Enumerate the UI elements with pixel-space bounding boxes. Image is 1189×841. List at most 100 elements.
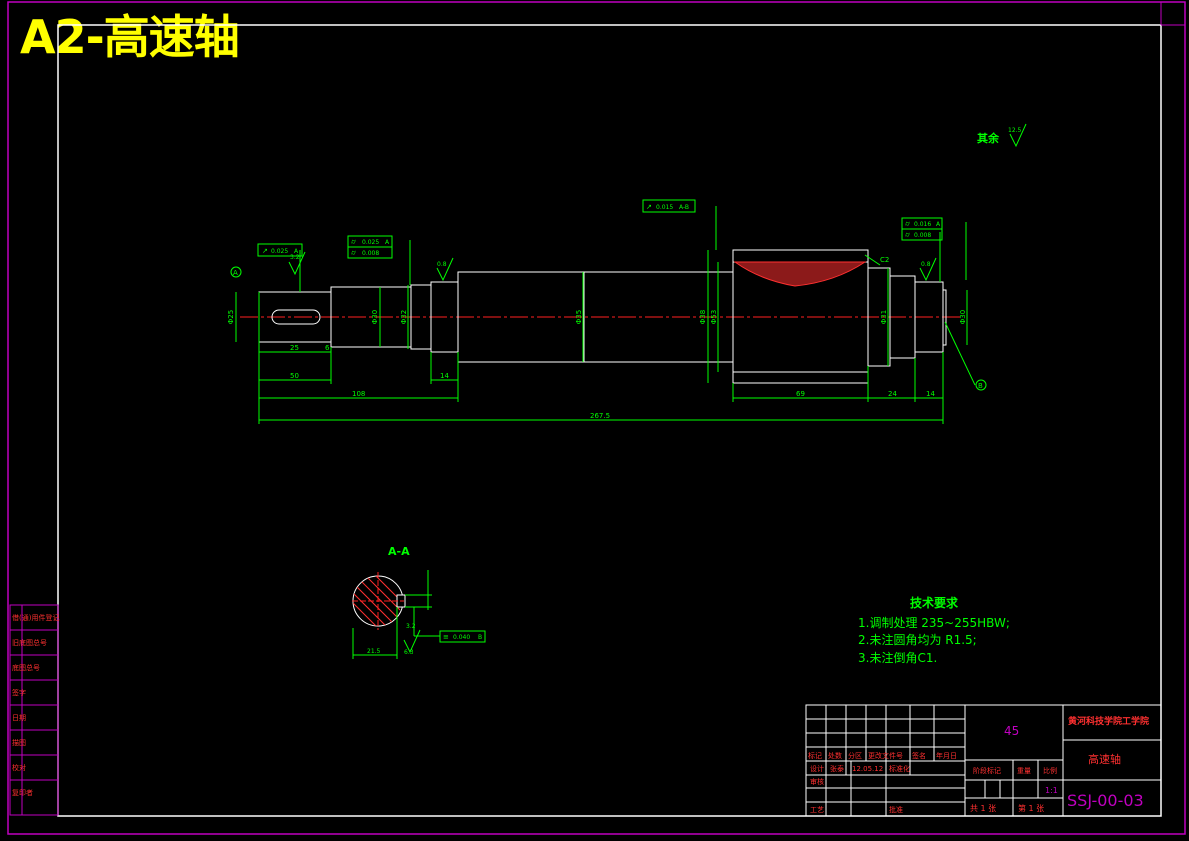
tolerance-frame-3: ↗ 0.015 A-B	[642, 199, 696, 213]
ra2: 0.8	[437, 261, 447, 268]
tb-stage-mark: 阶段标记	[973, 766, 1001, 775]
drawing-title: A2-高速轴	[20, 10, 240, 64]
tb-row-label: 更改文件号	[868, 751, 903, 760]
tb-part-name: 高速轴	[1088, 752, 1121, 766]
gear-hatch	[733, 261, 867, 287]
tb-material: 45	[1004, 724, 1019, 738]
dim-6: 6	[325, 344, 330, 352]
tb-weight: 重量	[1017, 767, 1031, 775]
side-stamp-label: 日期	[12, 714, 26, 722]
tech-item-1: 1.调制处理 235~255HBW;	[858, 616, 1010, 630]
tol4a-val: 0.016	[914, 221, 931, 228]
tol2a-ref: A	[385, 239, 390, 246]
section-dimension-lines	[352, 570, 440, 659]
tb-school: 黄河科技学院工学院	[1068, 715, 1149, 727]
dim-69: 69	[796, 390, 805, 398]
tb-row-label: 标记	[808, 751, 822, 760]
tol5-sym: ≡	[443, 633, 449, 641]
roughness-note-value: 12.5	[1008, 127, 1022, 134]
tech-item-3: 3.未注倒角C1.	[858, 650, 937, 665]
tol4a-sym: ⌭	[905, 220, 910, 228]
dimension-lines	[235, 206, 976, 424]
side-stamp-label: 复印者	[12, 788, 33, 797]
side-stamp-label: 旧底图总号	[12, 638, 47, 647]
dim-108: 108	[352, 390, 365, 398]
diameter-label: Φ35	[575, 310, 583, 324]
tolerance-frame-5: ≡ 0.040 B	[439, 630, 486, 643]
tech-item-2: 2.未注圆角均为 R1.5;	[858, 632, 977, 647]
outer-border	[7, 1, 1186, 835]
datum-a: A	[230, 266, 242, 278]
side-stamp	[9, 604, 59, 816]
tech-heading: 技术要求	[910, 595, 959, 610]
side-stamp-label: 底图总号	[12, 663, 40, 672]
side-stamp-label: 校对	[12, 763, 26, 772]
dim-14b: 14	[926, 390, 935, 398]
dim-50: 50	[290, 372, 299, 380]
tb-design: 设计	[810, 764, 824, 773]
tb-row-label: 签名	[912, 751, 926, 760]
ra5: 6.3	[404, 649, 414, 656]
sec-dim: 21.5	[367, 648, 381, 655]
tol2a-val: 0.025	[362, 239, 379, 246]
inner-border	[57, 24, 1162, 817]
dim-chamfer: C2	[880, 256, 889, 264]
tol1-sym: ↗	[262, 247, 268, 255]
diameter-label: Φ38	[699, 310, 707, 324]
title-block-grid	[805, 704, 1162, 817]
section-view	[352, 572, 406, 630]
tb-standard: 标准化	[889, 764, 910, 773]
diameter-label: Φ53	[710, 310, 718, 324]
dim-24: 24	[888, 390, 897, 398]
tol3-val: 0.015	[656, 204, 673, 211]
tb-approve: 批准	[889, 805, 903, 814]
tol4b-sym: ⌭	[905, 231, 910, 239]
tol3-ref: A-B	[679, 204, 689, 211]
tb-row-label: 年月日	[936, 751, 957, 760]
ra3: 0.8	[921, 261, 931, 268]
tb-row-label: 处数	[828, 751, 842, 760]
tb-process: 工艺	[810, 806, 824, 814]
diameter-label: Φ30	[371, 310, 379, 324]
dim-total: 267.5	[590, 412, 610, 420]
tol2a-sym: ⌭	[351, 238, 356, 246]
tol5-ref: B	[478, 634, 482, 641]
tb-row-label: 分区	[848, 751, 862, 760]
tolerance-frame-2: ⌭ 0.025 A ⌭ 0.008	[347, 235, 393, 259]
svg-text:B: B	[978, 382, 983, 390]
tb-date: 12.05.12	[852, 765, 883, 773]
tolerance-frame-1: ↗ 0.025 A	[257, 243, 303, 257]
tol2b-sym: ⌭	[351, 249, 356, 257]
datum-b: B	[975, 379, 987, 391]
diameter-label: Φ31	[880, 310, 888, 324]
dim-14a: 14	[440, 372, 449, 380]
tb-drawing-no: SSJ-00-03	[1067, 791, 1144, 810]
roughness-note-label: 其余	[977, 131, 1000, 145]
tb-designer: 张泰	[830, 764, 844, 773]
section-label: A-A	[388, 545, 410, 558]
tol1-ref: A	[294, 248, 299, 255]
tol1-val: 0.025	[271, 248, 288, 255]
tol2b-val: 0.008	[362, 250, 379, 257]
tol5-val: 0.040	[453, 634, 470, 641]
roughness-symbols	[288, 123, 1027, 654]
diameter-label: Φ30	[959, 310, 967, 324]
ra1: 3.2	[290, 254, 300, 261]
side-stamp-label: 借(通)用件登记	[12, 613, 59, 622]
tol4a-ref: A	[936, 221, 941, 228]
tb-sheet-total: 共 1 张	[970, 804, 996, 813]
ra4: 3.2	[406, 623, 416, 630]
tb-row-labels: 标记处数分区更改文件号签名 年月日	[808, 751, 957, 760]
side-stamp-label: 描图	[12, 738, 26, 747]
tb-scale: 1:1	[1045, 786, 1058, 795]
tol3-sym: ↗	[646, 203, 652, 211]
tolerance-frame-4: ⌭ 0.016 A ⌭ 0.008	[901, 217, 943, 241]
svg-text:A: A	[233, 269, 238, 277]
tb-ratio: 比例	[1043, 766, 1057, 775]
dim-25: 25	[290, 344, 299, 352]
diameter-label: Φ25	[227, 310, 235, 324]
tb-check: 审核	[810, 777, 824, 786]
side-stamp-label: 签字	[12, 688, 26, 697]
